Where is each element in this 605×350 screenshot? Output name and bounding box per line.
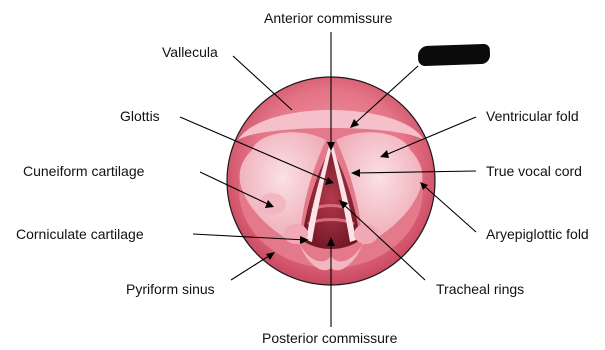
label-vallecula: Vallecula	[162, 44, 218, 60]
label-glottis: Glottis	[120, 108, 160, 124]
cuneiform-bump	[258, 193, 286, 215]
label-cuneiform-cartilage: Cuneiform cartilage	[23, 163, 144, 179]
leader-vallecula	[233, 56, 292, 110]
label-aryepiglottic-fold: Aryepiglottic fold	[486, 226, 589, 242]
label-ventricular-fold: Ventricular fold	[486, 108, 579, 124]
label-tracheal-rings: Tracheal rings	[436, 281, 524, 297]
label-pyriform-sinus: Pyriform sinus	[126, 281, 215, 297]
leader-pyriform-sinus	[231, 254, 272, 280]
label-anterior-commissure: Anterior commissure	[264, 10, 392, 26]
redacted-label-blob	[418, 44, 491, 67]
label-corniculate-cartilage: Corniculate cartilage	[16, 226, 144, 242]
label-posterior-commissure: Posterior commissure	[262, 330, 397, 346]
label-true-vocal-cord: True vocal cord	[486, 163, 582, 179]
corniculate-bump-right	[354, 224, 378, 244]
